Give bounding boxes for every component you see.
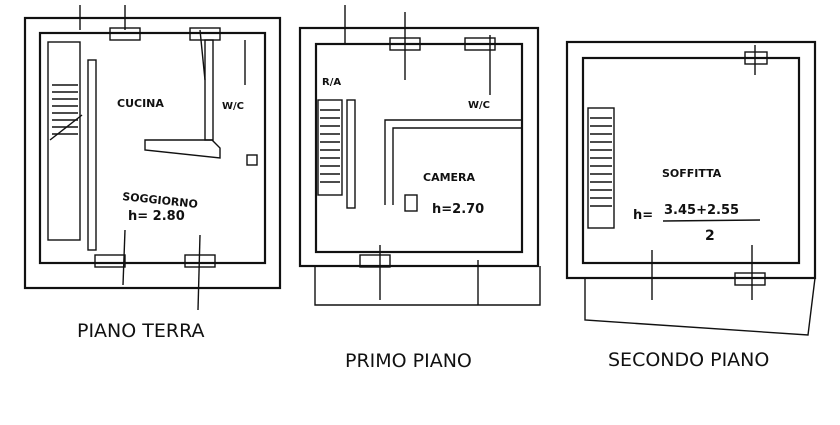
floor-plan-piano-terra (23, 5, 282, 311)
caption-secondo-piano: SECONDO PIANO (608, 349, 770, 371)
staircase (49, 84, 83, 141)
room-label-ripostiglio: R/A (322, 77, 341, 88)
caption-primo-piano: PRIMO PIANO (345, 350, 472, 372)
room-height-soggiorno: h= 2.80 (128, 209, 185, 224)
staircase (590, 117, 612, 207)
room-height-numerator: 3.45+2.55 (664, 203, 739, 218)
room-height-denominator: 2 (705, 228, 715, 244)
floor-plan-primo-piano (298, 5, 541, 306)
floor-plan-secondo-piano (565, 40, 817, 336)
room-height-camera: h=2.70 (432, 202, 484, 217)
room-label-camera: CAMERA (423, 171, 476, 184)
room-height-prefix: h= (633, 208, 653, 223)
fraction-bar (662, 219, 761, 222)
room-label-wc: W/C (222, 101, 244, 112)
room-label-soggiorno: SOGGIORNO (122, 190, 199, 211)
room-label-soffitta: SOFFITTA (662, 167, 722, 180)
staircase (320, 109, 340, 183)
room-label-cucina: CUCINA (117, 97, 164, 110)
caption-piano-terra: PIANO TERRA (77, 320, 205, 342)
room-label-wc: W/C (468, 100, 490, 111)
